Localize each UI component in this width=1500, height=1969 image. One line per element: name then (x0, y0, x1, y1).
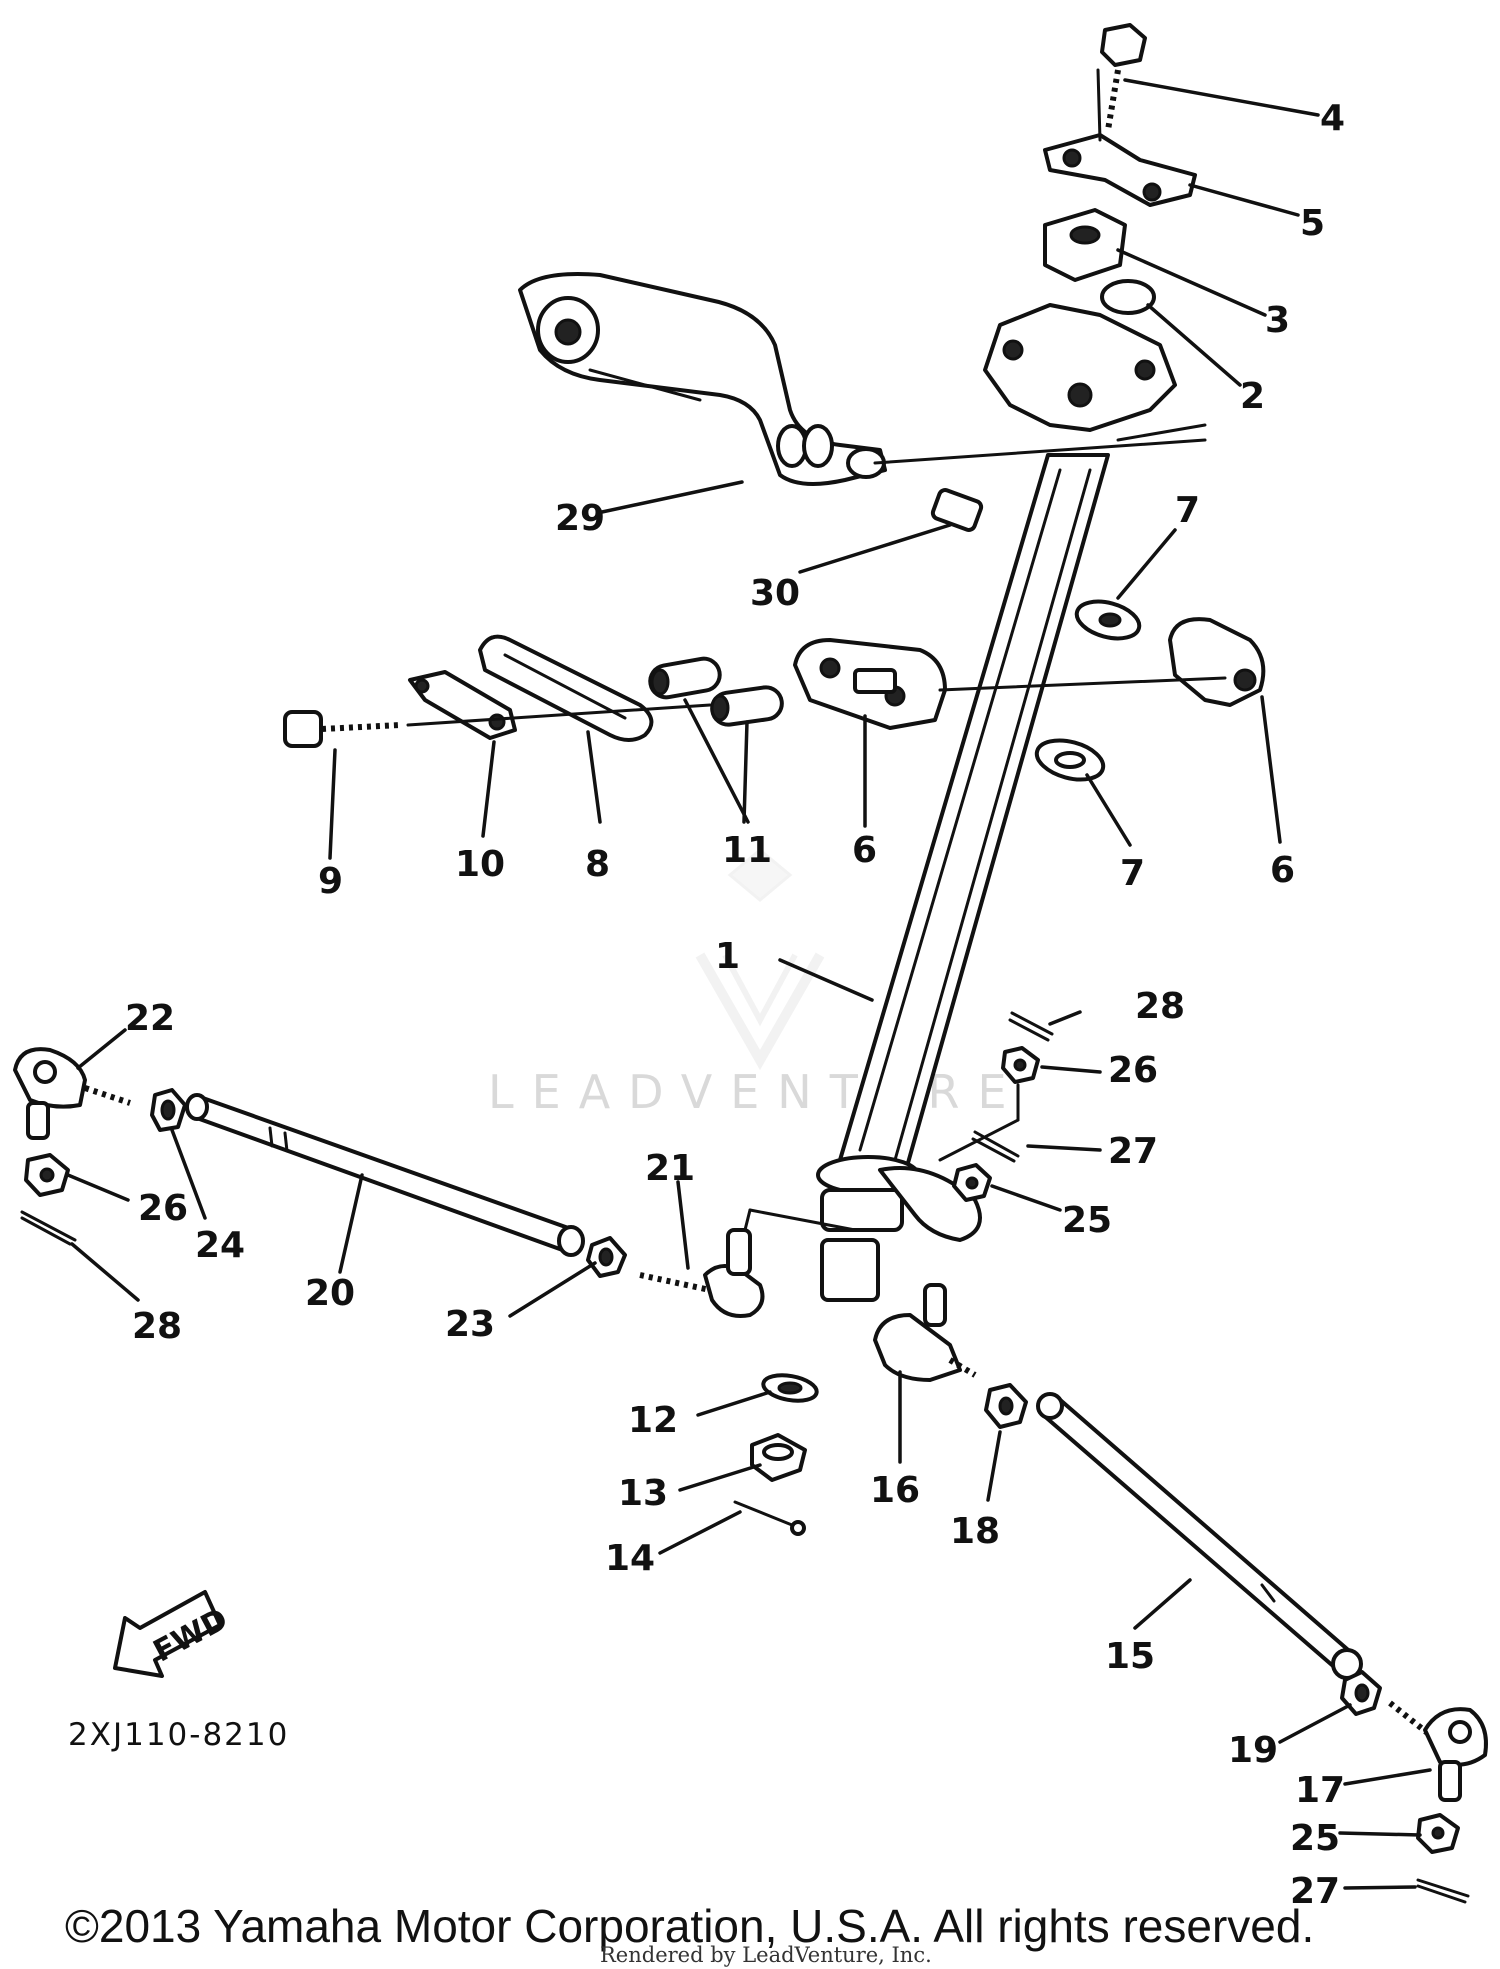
callout-18: 18 (950, 1511, 1000, 1552)
leader-lines (66, 78, 1432, 1890)
callout-5: 5 (1300, 203, 1325, 244)
nut-23 (586, 1236, 627, 1278)
callout-13: 13 (618, 1473, 668, 1514)
nut-19 (1340, 1670, 1382, 1716)
castle-nut-26-right (1001, 1046, 1040, 1084)
callout-25-upper: 25 (1062, 1200, 1112, 1241)
collar-11-lower (710, 685, 784, 727)
tie-rod-15 (1036, 1392, 1363, 1680)
clamp-plate-10 (408, 670, 517, 740)
bolt-9 (283, 710, 401, 748)
castle-nut-26-left (24, 1153, 70, 1197)
nut-30 (930, 488, 984, 532)
tie-rod-20 (185, 1093, 585, 1257)
washer-7-upper (1074, 599, 1142, 641)
callout-27-lower: 27 (1290, 1871, 1340, 1912)
cotter-pin-28-left (20, 1210, 77, 1246)
nut-18 (984, 1383, 1028, 1429)
callout-25-lower: 25 (1290, 1818, 1340, 1859)
callout-30: 30 (750, 573, 800, 614)
callout-28-left: 28 (132, 1306, 182, 1347)
castle-nut-25-lower (1416, 1813, 1460, 1854)
cotter-pin-28-right (1008, 1011, 1054, 1042)
callout-2: 2 (1240, 376, 1265, 417)
castle-nut-25-upper (952, 1163, 992, 1202)
cotter-pin-27-lower (1416, 1878, 1470, 1904)
handlebar (518, 272, 887, 486)
callout-3: 3 (1265, 300, 1290, 341)
fwd-arrow: FWD (113, 1590, 234, 1678)
callout-labels: 4 5 3 2 29 30 7 7 6 6 11 8 10 9 1 28 26 … (125, 98, 1345, 1912)
steering-shaft (816, 453, 1110, 1302)
callout-9: 9 (318, 861, 343, 902)
callout-7-lower: 7 (1120, 853, 1145, 894)
washer-7-lower (1034, 738, 1106, 782)
callout-16: 16 (870, 1470, 920, 1511)
nut-13 (750, 1433, 807, 1482)
callout-20: 20 (305, 1273, 355, 1314)
callout-21: 21 (645, 1148, 695, 1189)
tie-rod-end-22 (13, 1047, 131, 1140)
watermark-logo (695, 848, 825, 1071)
callout-26-right: 26 (1108, 1050, 1158, 1091)
tie-rod-end-16 (873, 1283, 977, 1382)
callout-6-right: 6 (1270, 850, 1295, 891)
callout-24: 24 (195, 1225, 245, 1266)
callout-28-right: 28 (1135, 986, 1185, 1027)
upper-handlebar-holder (983, 279, 1177, 432)
tie-rod-end-21 (639, 1228, 765, 1318)
callout-27-upper: 27 (1108, 1131, 1158, 1172)
assembly-lines (406, 68, 1227, 1232)
bolt-4 (1100, 23, 1147, 131)
holder-cap (1043, 208, 1127, 282)
callout-11: 11 (722, 830, 772, 871)
holder-plate (1043, 133, 1197, 207)
callout-1: 1 (715, 936, 740, 977)
copyright: ©2013 Yamaha Motor Corporation, U.S.A. A… (65, 1900, 1314, 1952)
collar-11-upper (648, 656, 722, 700)
callout-10: 10 (455, 844, 505, 885)
cotter-pin-14 (733, 1500, 806, 1536)
cotter-pin-27-upper (971, 1130, 1020, 1163)
callout-15: 15 (1105, 1636, 1155, 1677)
callout-8: 8 (585, 844, 610, 885)
diagram-code: 2XJ110-8210 (68, 1717, 289, 1753)
washer-12 (761, 1373, 819, 1403)
bushing-assembly-left (793, 638, 947, 730)
callout-6-left: 6 (852, 830, 877, 871)
tie-rod-end-17 (1388, 1700, 1488, 1802)
nut-24 (150, 1088, 187, 1132)
callout-14: 14 (605, 1538, 655, 1579)
callout-26-left: 26 (138, 1188, 188, 1229)
cable-guide (478, 634, 654, 742)
callout-19: 19 (1228, 1730, 1278, 1771)
rendered-by: Rendered by LeadVenture, Inc. (600, 1943, 932, 1967)
watermark-text: LEADVENTURE (488, 1065, 1025, 1119)
callout-4: 4 (1320, 98, 1345, 139)
bushing-half-right (1168, 617, 1266, 707)
callout-17: 17 (1295, 1770, 1345, 1811)
callout-7-upper: 7 (1175, 490, 1200, 531)
callout-29: 29 (555, 498, 605, 539)
callout-22: 22 (125, 998, 175, 1039)
callout-23: 23 (445, 1304, 495, 1345)
callout-12: 12 (628, 1400, 678, 1441)
